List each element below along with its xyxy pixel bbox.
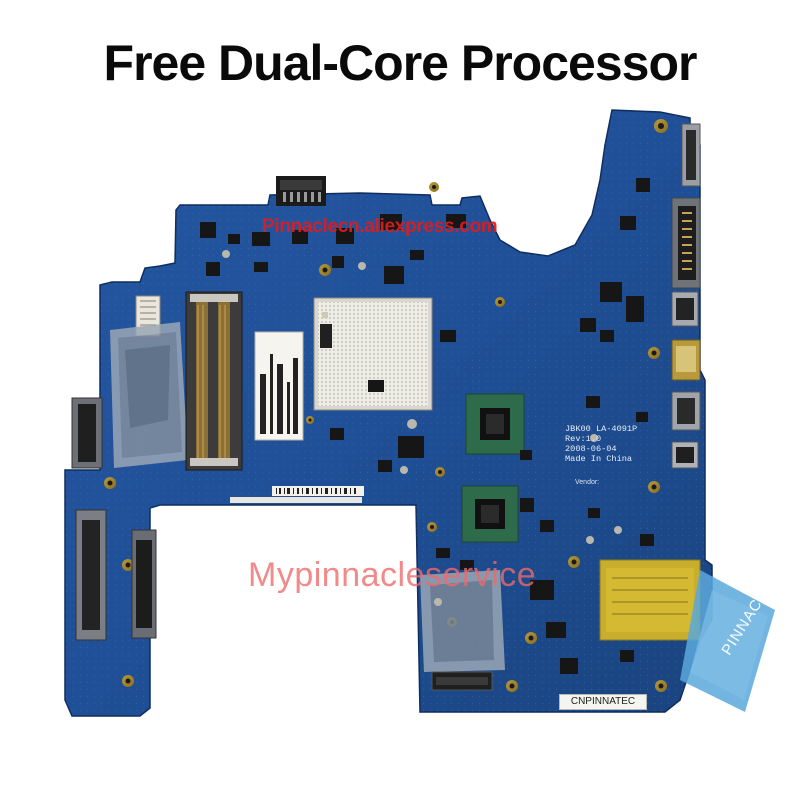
power-connector [276, 176, 326, 206]
silkscreen-model: JBK00 LA-4091P [565, 424, 638, 434]
capacitors [222, 250, 622, 606]
barcode-strip [230, 486, 364, 503]
silkscreen-rev: Rev:1.0 [565, 434, 602, 444]
silkscreen-vendor: Vendor: [575, 479, 600, 486]
pinnacle-logo [680, 570, 775, 712]
cpu-socket [313, 297, 433, 411]
smd-components [200, 178, 654, 674]
headline: Free Dual-Core Processor [103, 35, 698, 91]
southbridge-chip [461, 485, 519, 543]
serial-sticker [254, 331, 304, 441]
kapton-sticker [599, 559, 701, 641]
ram-sockets [185, 291, 243, 471]
tape-area [110, 322, 188, 468]
silkscreen-date: 2008-06-04 [565, 444, 617, 454]
watermark-middle: Mypinnacleservice [248, 556, 537, 594]
northbridge-chip [465, 393, 525, 455]
bottom-label: CNPINNATEC [559, 694, 647, 710]
silkscreen-origin: Made In China [565, 454, 633, 464]
right-ports [671, 123, 701, 469]
watermark-top: Pinnaclecn.aliexpress.com [262, 216, 498, 237]
left-connectors [71, 295, 161, 641]
tape-area-bottom [420, 570, 505, 672]
